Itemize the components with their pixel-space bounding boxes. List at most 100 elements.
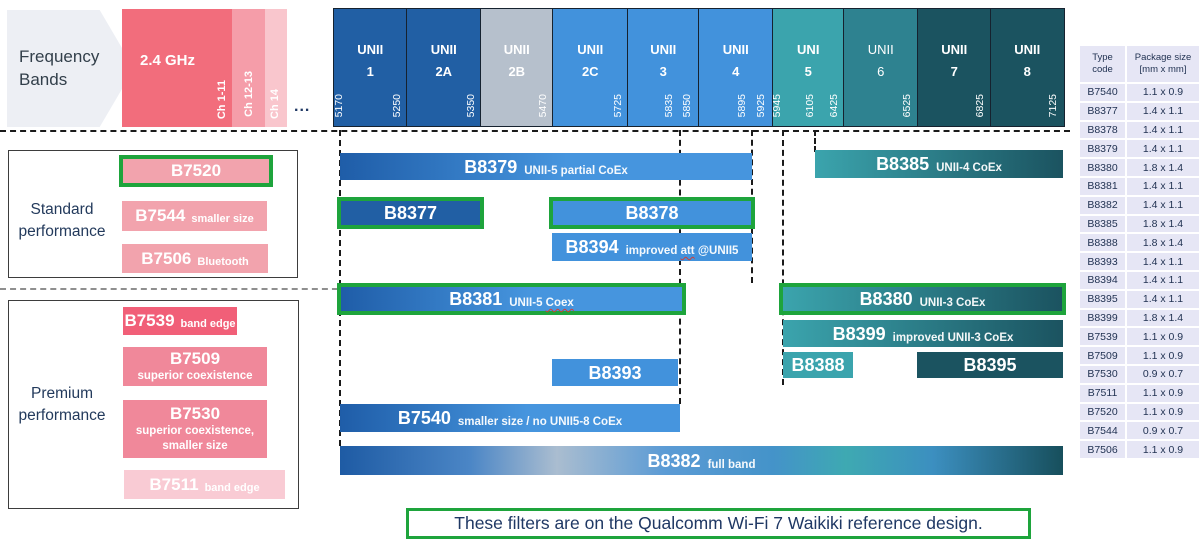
filter-bar-note: smaller size / no UNII5-8 CoEx: [457, 416, 623, 428]
filter-chip-note: Bluetooth: [197, 255, 249, 268]
table-cell-type-code: B8378: [1080, 121, 1125, 139]
table-cell-package-size: 1.1 x 0.9: [1127, 403, 1199, 421]
filter-bar-b8377: B8377: [337, 197, 484, 229]
filter-bar-name: B8379: [464, 156, 518, 177]
frequency-bands-label-line1: Frequency: [19, 46, 100, 66]
unii-band-label: UNII 2C: [553, 39, 628, 83]
unii-band-label-line2: 2C: [581, 64, 599, 80]
filter-bar-note: improved UNII-3 CoEx: [892, 331, 1014, 344]
table-header-line: code: [1092, 64, 1113, 75]
standard-performance-title-line1: Standard: [30, 201, 94, 218]
unii-band-6: UNII 6: [843, 8, 919, 127]
unii-band-label: UNII 7: [918, 39, 991, 83]
band-2-4ghz-zone: [122, 9, 232, 127]
frequency-tick-5925: 5925: [755, 94, 767, 118]
unii-band-label-line1: UNII: [1014, 42, 1041, 57]
filter-bar-name: B8380: [859, 289, 913, 309]
table-cell-type-code: B8393: [1080, 253, 1125, 270]
table-cell-type-code: B8380: [1080, 159, 1125, 176]
table-cell-package-size: 1.4 x 1.1: [1127, 102, 1199, 120]
frequency-tick-6425: 6425: [828, 94, 840, 118]
unii-band-label-line1: UNII: [430, 42, 457, 57]
filter-bar-name: B8388: [791, 355, 845, 375]
frequency-tick-5725: 5725: [612, 94, 624, 118]
frequency-tick-6525: 6525: [901, 94, 913, 118]
frequency-tick-5350: 5350: [465, 94, 477, 118]
unii-band-label-line1: UNII: [577, 42, 604, 57]
frequency-tick-5170: 5170: [333, 94, 345, 118]
table-cell-package-size: 1.8 x 1.4: [1127, 234, 1199, 252]
filter-bar-note: UNII-3 CoEx: [919, 297, 986, 309]
band-2-4ghz-zone: [232, 9, 265, 127]
unii-band-label-line1: UNII: [503, 42, 530, 57]
frequency-bands-arrow: Frequency Bands: [7, 10, 134, 127]
reference-design-note-text: These filters are on the Qualcomm Wi-Fi …: [454, 513, 983, 533]
table-cell-type-code: B7530: [1080, 365, 1125, 383]
unii-band-label-line2: 5: [804, 64, 812, 80]
frequency-tick-5945: 5945: [771, 94, 783, 118]
filter-bar-name: B8395: [963, 355, 1017, 375]
table-cell-package-size: 1.1 x 0.9: [1127, 328, 1199, 346]
standard-performance-title: Standard performance: [6, 199, 118, 242]
table-header-line: Package size: [1134, 52, 1192, 64]
filter-bar-name: B8393: [588, 362, 642, 383]
table-cell-package-size: 1.8 x 1.4: [1127, 309, 1199, 327]
table-cell-package-size: 1.1 x 0.9: [1127, 441, 1199, 458]
filter-chip-note-line: smaller size: [162, 440, 228, 453]
unii-band-label-line2: 2A: [435, 64, 453, 80]
filter-bar-note: UNII-5 partial CoEx: [524, 164, 628, 177]
unii-band-label-line1: UNII: [357, 42, 384, 57]
unii-band-label-line1: UNII: [867, 42, 894, 57]
table-cell-type-code: B8394: [1080, 271, 1125, 289]
unii-band-label-line1: UNII: [722, 42, 749, 57]
unii-band-label-line2: 3: [659, 64, 667, 80]
filter-bar-b8378: B8378: [549, 197, 755, 229]
unii-band-2c: UNII 2C: [552, 8, 629, 127]
table-cell-type-code: B7511: [1080, 384, 1125, 402]
table-cell-type-code: B7520: [1080, 403, 1125, 421]
table-header-package-size: Package size[mm x mm]: [1127, 46, 1199, 82]
table-cell-type-code: B8395: [1080, 290, 1125, 308]
channel-label: Ch 1-11: [216, 80, 228, 120]
table-header-line: Type: [1092, 52, 1113, 64]
filter-chip-name: B7520: [170, 161, 222, 180]
filter-bar-name: B8394: [565, 237, 619, 257]
dashed-guide-line-5945: [782, 130, 784, 385]
misspelled-word: att: [680, 245, 695, 257]
filter-bar-b8393: B8393: [552, 359, 678, 386]
frequency-bands-label-line2: Bands: [19, 69, 68, 89]
frequency-tick-5850: 5850: [681, 94, 693, 118]
filter-chip-note-line: superior coexistence: [137, 370, 253, 383]
unii-band-label-line2: 1: [366, 64, 374, 80]
filter-chip-name: B7506: [141, 248, 192, 268]
frequency-bands-label: Frequency Bands: [19, 46, 99, 92]
filter-bar-b8379: B8379 UNII-5 partial CoEx: [340, 153, 752, 180]
unii-band-label-line1: UNII: [941, 42, 968, 57]
table-cell-package-size: 1.4 x 1.1: [1127, 253, 1199, 270]
unii-band-label-line2: 6: [877, 64, 885, 80]
filter-bar-note: improved att @UNII5: [625, 245, 739, 257]
unii-band-label-line2: 7: [950, 64, 958, 80]
dashed-guide-line-horizontal: [0, 130, 1070, 132]
filter-chip-name: B7544: [135, 206, 186, 225]
band-gap-ellipsis: ...: [294, 98, 311, 115]
filter-chip-name: B7511: [149, 474, 199, 494]
channel-label: Ch 12-13: [243, 71, 255, 117]
filter-chip-note: band edge: [180, 318, 236, 330]
dashed-guide-line-6105: [814, 130, 816, 152]
filter-chip-b7506: B7506 Bluetooth: [122, 244, 268, 273]
filter-bar-name: B8377: [383, 203, 438, 223]
unii-band-label: UNII 1: [334, 39, 407, 83]
